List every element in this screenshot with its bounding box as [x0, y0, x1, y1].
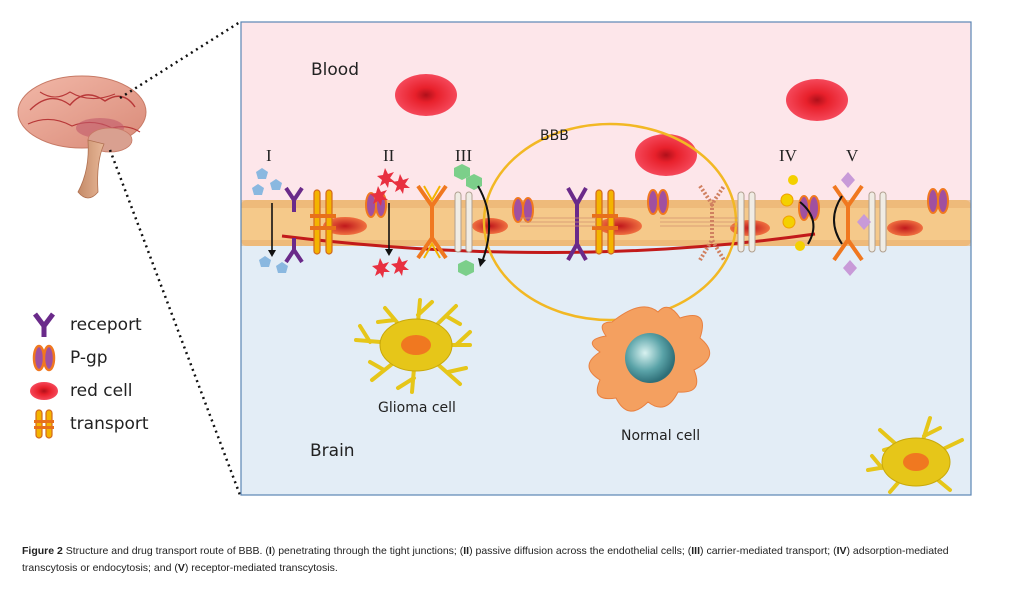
- route-iv-molecules: [780, 175, 805, 251]
- caption-text: Structure and drug transport route of BB…: [62, 545, 269, 557]
- route-iii-molecules: [454, 164, 482, 276]
- caption-route-iii: III: [691, 545, 701, 557]
- tight-junction-lines: [520, 217, 740, 227]
- blood-region: [241, 22, 971, 210]
- receptor: [566, 187, 588, 261]
- route-iii-arrow: [477, 185, 491, 263]
- caption-route-iv: IV: [836, 545, 847, 557]
- transport-protein: [310, 189, 336, 255]
- glioma-cell: [866, 416, 964, 494]
- pgp-pump: [798, 195, 820, 221]
- legend-item-transport: transport: [28, 407, 198, 440]
- route-label-v: V: [846, 146, 859, 165]
- route-label-i: I: [266, 146, 272, 165]
- legend-label: transport: [70, 413, 149, 434]
- zoom-line-bottom: [108, 149, 242, 496]
- bbb-label: BBB: [540, 128, 569, 144]
- legend-item-pgp: P-gp: [28, 341, 198, 374]
- zoom-line-top: [119, 20, 241, 100]
- cell-nucleus: [625, 333, 675, 383]
- receptor: [284, 186, 304, 264]
- route-v-molecules: [841, 172, 871, 276]
- red-cell-icon: [28, 376, 60, 406]
- carrier-protein: [416, 184, 448, 260]
- endothelial-nucleus: [323, 217, 367, 235]
- red-blood-cell: [786, 79, 848, 121]
- caption-text: ) adsorption-mediated transcytosis or en…: [22, 545, 949, 574]
- pgp-pump: [512, 197, 534, 223]
- red-blood-cell: [635, 134, 697, 176]
- brain-model-image: [17, 75, 147, 199]
- legend-item-receptor: receport: [28, 308, 198, 341]
- route-i-molecules: [252, 168, 288, 273]
- gray-transporter: [454, 191, 473, 253]
- main-panel: [240, 21, 972, 496]
- caption-text: ) receptor-mediated transcytosis.: [184, 562, 338, 574]
- pgp-icon: [28, 343, 60, 373]
- caption-text: ) penetrating through the tight junction…: [271, 545, 464, 557]
- glioma-cell: [354, 298, 472, 394]
- glioma-cell-label: Glioma cell: [378, 400, 456, 416]
- legend: receport P-gp red cell transport: [28, 308, 198, 440]
- pgp-pump: [647, 189, 669, 215]
- route-label-iii: III: [455, 146, 472, 165]
- legend-label: P-gp: [70, 347, 108, 368]
- brain-label: Brain: [310, 441, 355, 461]
- receptor-icon: [28, 310, 60, 340]
- caption-text: ) passive diffusion across the endotheli…: [469, 545, 692, 557]
- normal-cell: [588, 306, 710, 412]
- route-label-iv: IV: [779, 146, 798, 165]
- pgp-pump: [927, 188, 949, 214]
- transport-icon: [28, 408, 60, 439]
- transport-protein: [592, 189, 618, 255]
- figure-label: Figure 2: [22, 545, 63, 557]
- route-ii-molecules: [370, 168, 410, 278]
- legend-label: red cell: [70, 380, 133, 401]
- route-iv-arrow: [799, 201, 815, 245]
- route-v-arrow: [833, 195, 843, 245]
- caption-text: ) carrier-mediated transport; (: [700, 545, 837, 557]
- red-blood-cell: [395, 74, 457, 116]
- legend-item-red-cell: red cell: [28, 374, 198, 407]
- normal-cell-label: Normal cell: [621, 428, 700, 444]
- route-label-ii: II: [383, 146, 395, 165]
- disrupted-transporter: [698, 184, 756, 262]
- caption-route-i: I: [268, 545, 272, 557]
- blood-label: Blood: [311, 60, 359, 80]
- caption-route-v: V: [177, 562, 185, 574]
- figure-caption: Figure 2 Structure and drug transport ro…: [22, 543, 1002, 577]
- endothelial-nucleus: [887, 220, 923, 236]
- legend-label: receport: [70, 314, 142, 335]
- caption-route-ii: II: [463, 545, 470, 557]
